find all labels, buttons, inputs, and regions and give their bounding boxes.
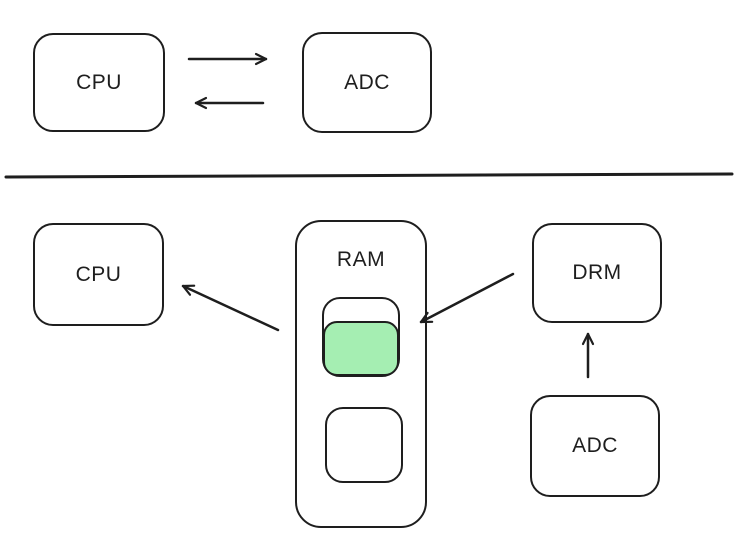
node-adc-top-label: ADC: [344, 70, 390, 94]
arrow-drm-to-ram: [419, 272, 515, 324]
node-drm: DRM: [532, 223, 662, 323]
node-cpu-bottom-label: CPU: [75, 262, 122, 286]
section-divider-line: [4, 172, 734, 179]
node-cpu-top: CPU: [33, 33, 165, 132]
node-drm-label: DRM: [572, 261, 622, 284]
ram-slot-active-highlighted: [323, 321, 399, 376]
ram-slot-empty: [325, 407, 403, 483]
node-adc-bottom: ADC: [530, 395, 660, 497]
node-cpu-bottom: CPU: [33, 223, 164, 326]
node-ram-label: RAM: [336, 248, 386, 271]
arrow-ram-to-cpu: [181, 284, 280, 332]
node-cpu-top-label: CPU: [76, 70, 122, 94]
node-adc-top: ADC: [302, 32, 432, 133]
node-adc-bottom-label: ADC: [572, 434, 618, 457]
